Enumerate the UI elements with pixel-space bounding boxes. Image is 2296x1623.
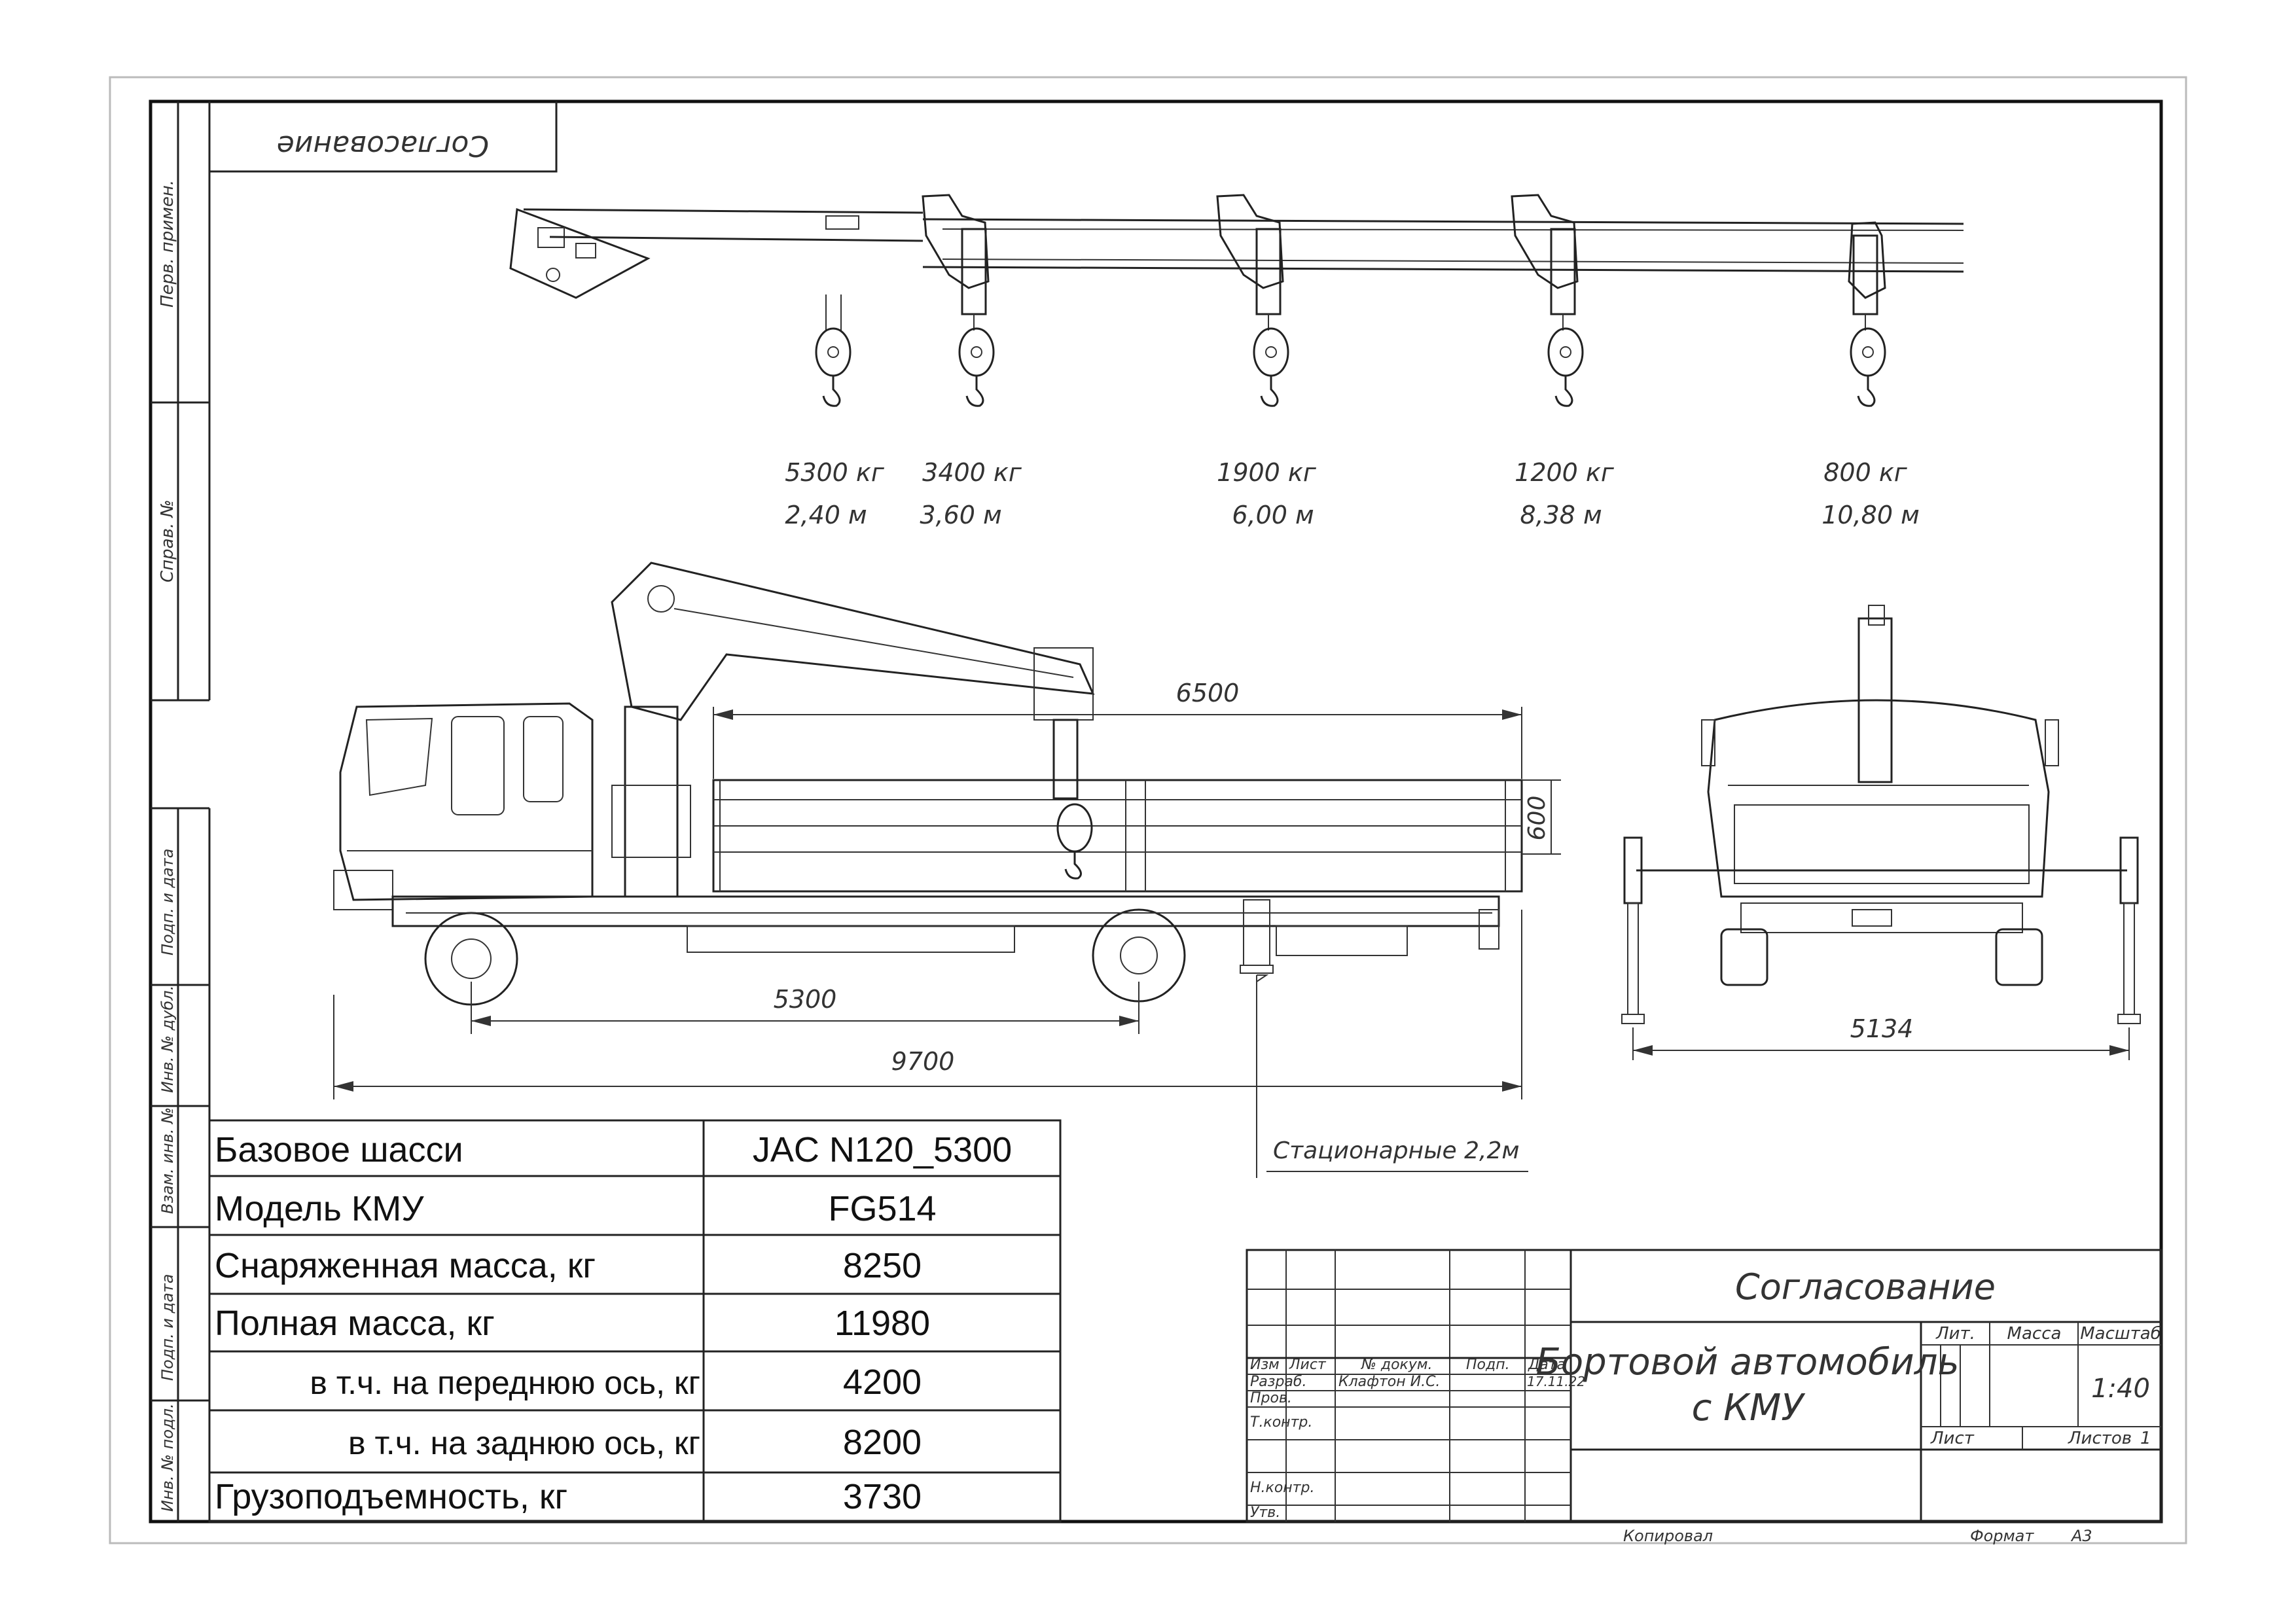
load-2-kg: 3400 кг bbox=[922, 458, 1022, 487]
spec-label-rear-axle: в т.ч. на заднюю ось, кг bbox=[348, 1425, 700, 1461]
load-4-kg: 1200 кг bbox=[1515, 458, 1615, 487]
spec-label-curb-mass: Снаряженная масса, кг bbox=[215, 1246, 596, 1285]
spec-label-crane-model: Модель КМУ bbox=[215, 1189, 424, 1228]
spec-label-payload: Грузоподъемность, кг bbox=[215, 1477, 567, 1516]
tb-col-izm: Изм bbox=[1250, 1357, 1280, 1373]
strip-label-inv-podl: Инв. № подл. bbox=[158, 1403, 177, 1512]
spec-label-gross-mass: Полная масса, кг bbox=[215, 1304, 495, 1343]
load-5-kg: 800 кг bbox=[1823, 458, 1908, 487]
spec-label-chassis: Базовое шасси bbox=[215, 1130, 463, 1169]
strip-label-podp-data-1: Подп. и дата bbox=[158, 849, 177, 956]
tb-sheet-label: Лист bbox=[1930, 1429, 1975, 1448]
boom-head-3 bbox=[1216, 194, 1289, 407]
tb-mass-label: Масса bbox=[2007, 1324, 2062, 1344]
tb-role-check: Пров. bbox=[1250, 1390, 1292, 1406]
drawing-frame bbox=[149, 99, 2163, 1524]
spec-value-rear-axle: 8200 bbox=[843, 1423, 922, 1462]
strip-label-podp-data-2: Подп. и дата bbox=[158, 1274, 177, 1382]
tb-title-line1: Бортовой автомобиль bbox=[1535, 1341, 1959, 1383]
strip-label-sprav-no: Справ. № bbox=[158, 500, 177, 582]
tb-role-ncontrol: Н.контр. bbox=[1250, 1480, 1314, 1496]
side-view-dimensions: 6500 600 5300 9700 Стационарные 2,2м bbox=[333, 679, 1561, 1178]
title-block: Согласование Бортовой автомобиль с КМУ И… bbox=[1246, 1249, 2162, 1545]
tb-sheets-value: 1 bbox=[2140, 1429, 2151, 1448]
tb-lit-label: Лит. bbox=[1935, 1324, 1975, 1344]
dim-overall-length: 9700 bbox=[891, 1047, 955, 1076]
strip-label-perv-primen: Перв. примен. bbox=[158, 180, 177, 308]
load-4-reach: 8,38 м bbox=[1520, 501, 1602, 529]
tb-developer: Клафтон И.С. bbox=[1338, 1374, 1440, 1390]
stamp-text-upside-down: Согласование bbox=[277, 129, 489, 162]
tb-copied: Копировал bbox=[1623, 1527, 1713, 1545]
boom-head-4 bbox=[1511, 194, 1584, 407]
tb-format-value: А3 bbox=[2070, 1527, 2092, 1545]
tb-role-dev: Разраб. bbox=[1250, 1374, 1306, 1390]
tb-scale-label: Масштаб bbox=[2080, 1324, 2161, 1344]
load-5-reach: 10,80 м bbox=[1821, 501, 1920, 529]
tb-role-tcontrol: Т.контр. bbox=[1250, 1414, 1312, 1431]
tb-col-list: Лист bbox=[1289, 1357, 1327, 1373]
strip-label-vzam-inv: Взам. инв. № bbox=[158, 1107, 177, 1214]
boom-head-5 bbox=[1848, 221, 1886, 407]
spec-label-front-axle: в т.ч. на переднюю ось, кг bbox=[310, 1364, 700, 1401]
top-left-stamp: Согласование bbox=[208, 101, 558, 173]
tb-col-sign: Подп. bbox=[1466, 1357, 1510, 1373]
spec-value-payload: 3730 bbox=[843, 1477, 922, 1516]
dim-outrigger-note: Стационарные 2,2м bbox=[1273, 1137, 1520, 1164]
dim-wheelbase: 5300 bbox=[774, 985, 837, 1014]
tb-title-line2: с КМУ bbox=[1692, 1387, 1806, 1429]
tb-approval: Согласование bbox=[1735, 1266, 1996, 1308]
load-1-kg: 5300 кг bbox=[785, 458, 885, 487]
tb-sheets-label: Листов bbox=[2068, 1429, 2132, 1448]
dim-body-length: 6500 bbox=[1176, 679, 1240, 707]
spec-table: Базовое шасси JAC N120_5300 Модель КМУ F… bbox=[208, 1119, 1062, 1523]
tb-date: 17.11.22 bbox=[1527, 1374, 1585, 1389]
strip-label-inv-dubl: Инв. № дубл. bbox=[158, 986, 177, 1093]
spec-value-gross-mass: 11980 bbox=[834, 1304, 930, 1343]
tb-col-doc: № докум. bbox=[1361, 1357, 1432, 1373]
boom-load-diagram: 5300 кг 2,40 м 3400 кг 3,60 м 1900 кг 6,… bbox=[509, 194, 1964, 529]
tb-format-label: Формат bbox=[1970, 1527, 2034, 1545]
boom-head-2 bbox=[922, 194, 995, 407]
paper-edge bbox=[109, 76, 2187, 1544]
dim-outrigger-span: 5134 bbox=[1850, 1014, 1914, 1043]
tb-scale-value: 1:40 bbox=[2091, 1374, 2150, 1404]
truck-side-view bbox=[333, 562, 1523, 1006]
load-3-reach: 6,00 м bbox=[1232, 501, 1314, 529]
load-2-reach: 3,60 м bbox=[920, 501, 1001, 529]
tb-col-date: Дата bbox=[1528, 1357, 1566, 1373]
spec-value-crane-model: FG514 bbox=[828, 1189, 936, 1228]
spec-value-front-axle: 4200 bbox=[843, 1363, 922, 1402]
load-3-kg: 1900 кг bbox=[1217, 458, 1317, 487]
load-1-reach: 2,40 м bbox=[785, 501, 867, 529]
tb-role-approve: Утв. bbox=[1250, 1505, 1280, 1521]
spec-value-chassis: JAC N120_5300 bbox=[753, 1130, 1012, 1169]
truck-front-view: 5134 bbox=[1621, 605, 2141, 1060]
dim-side-height: 600 bbox=[1524, 796, 1551, 841]
spec-value-curb-mass: 8250 bbox=[843, 1246, 922, 1285]
